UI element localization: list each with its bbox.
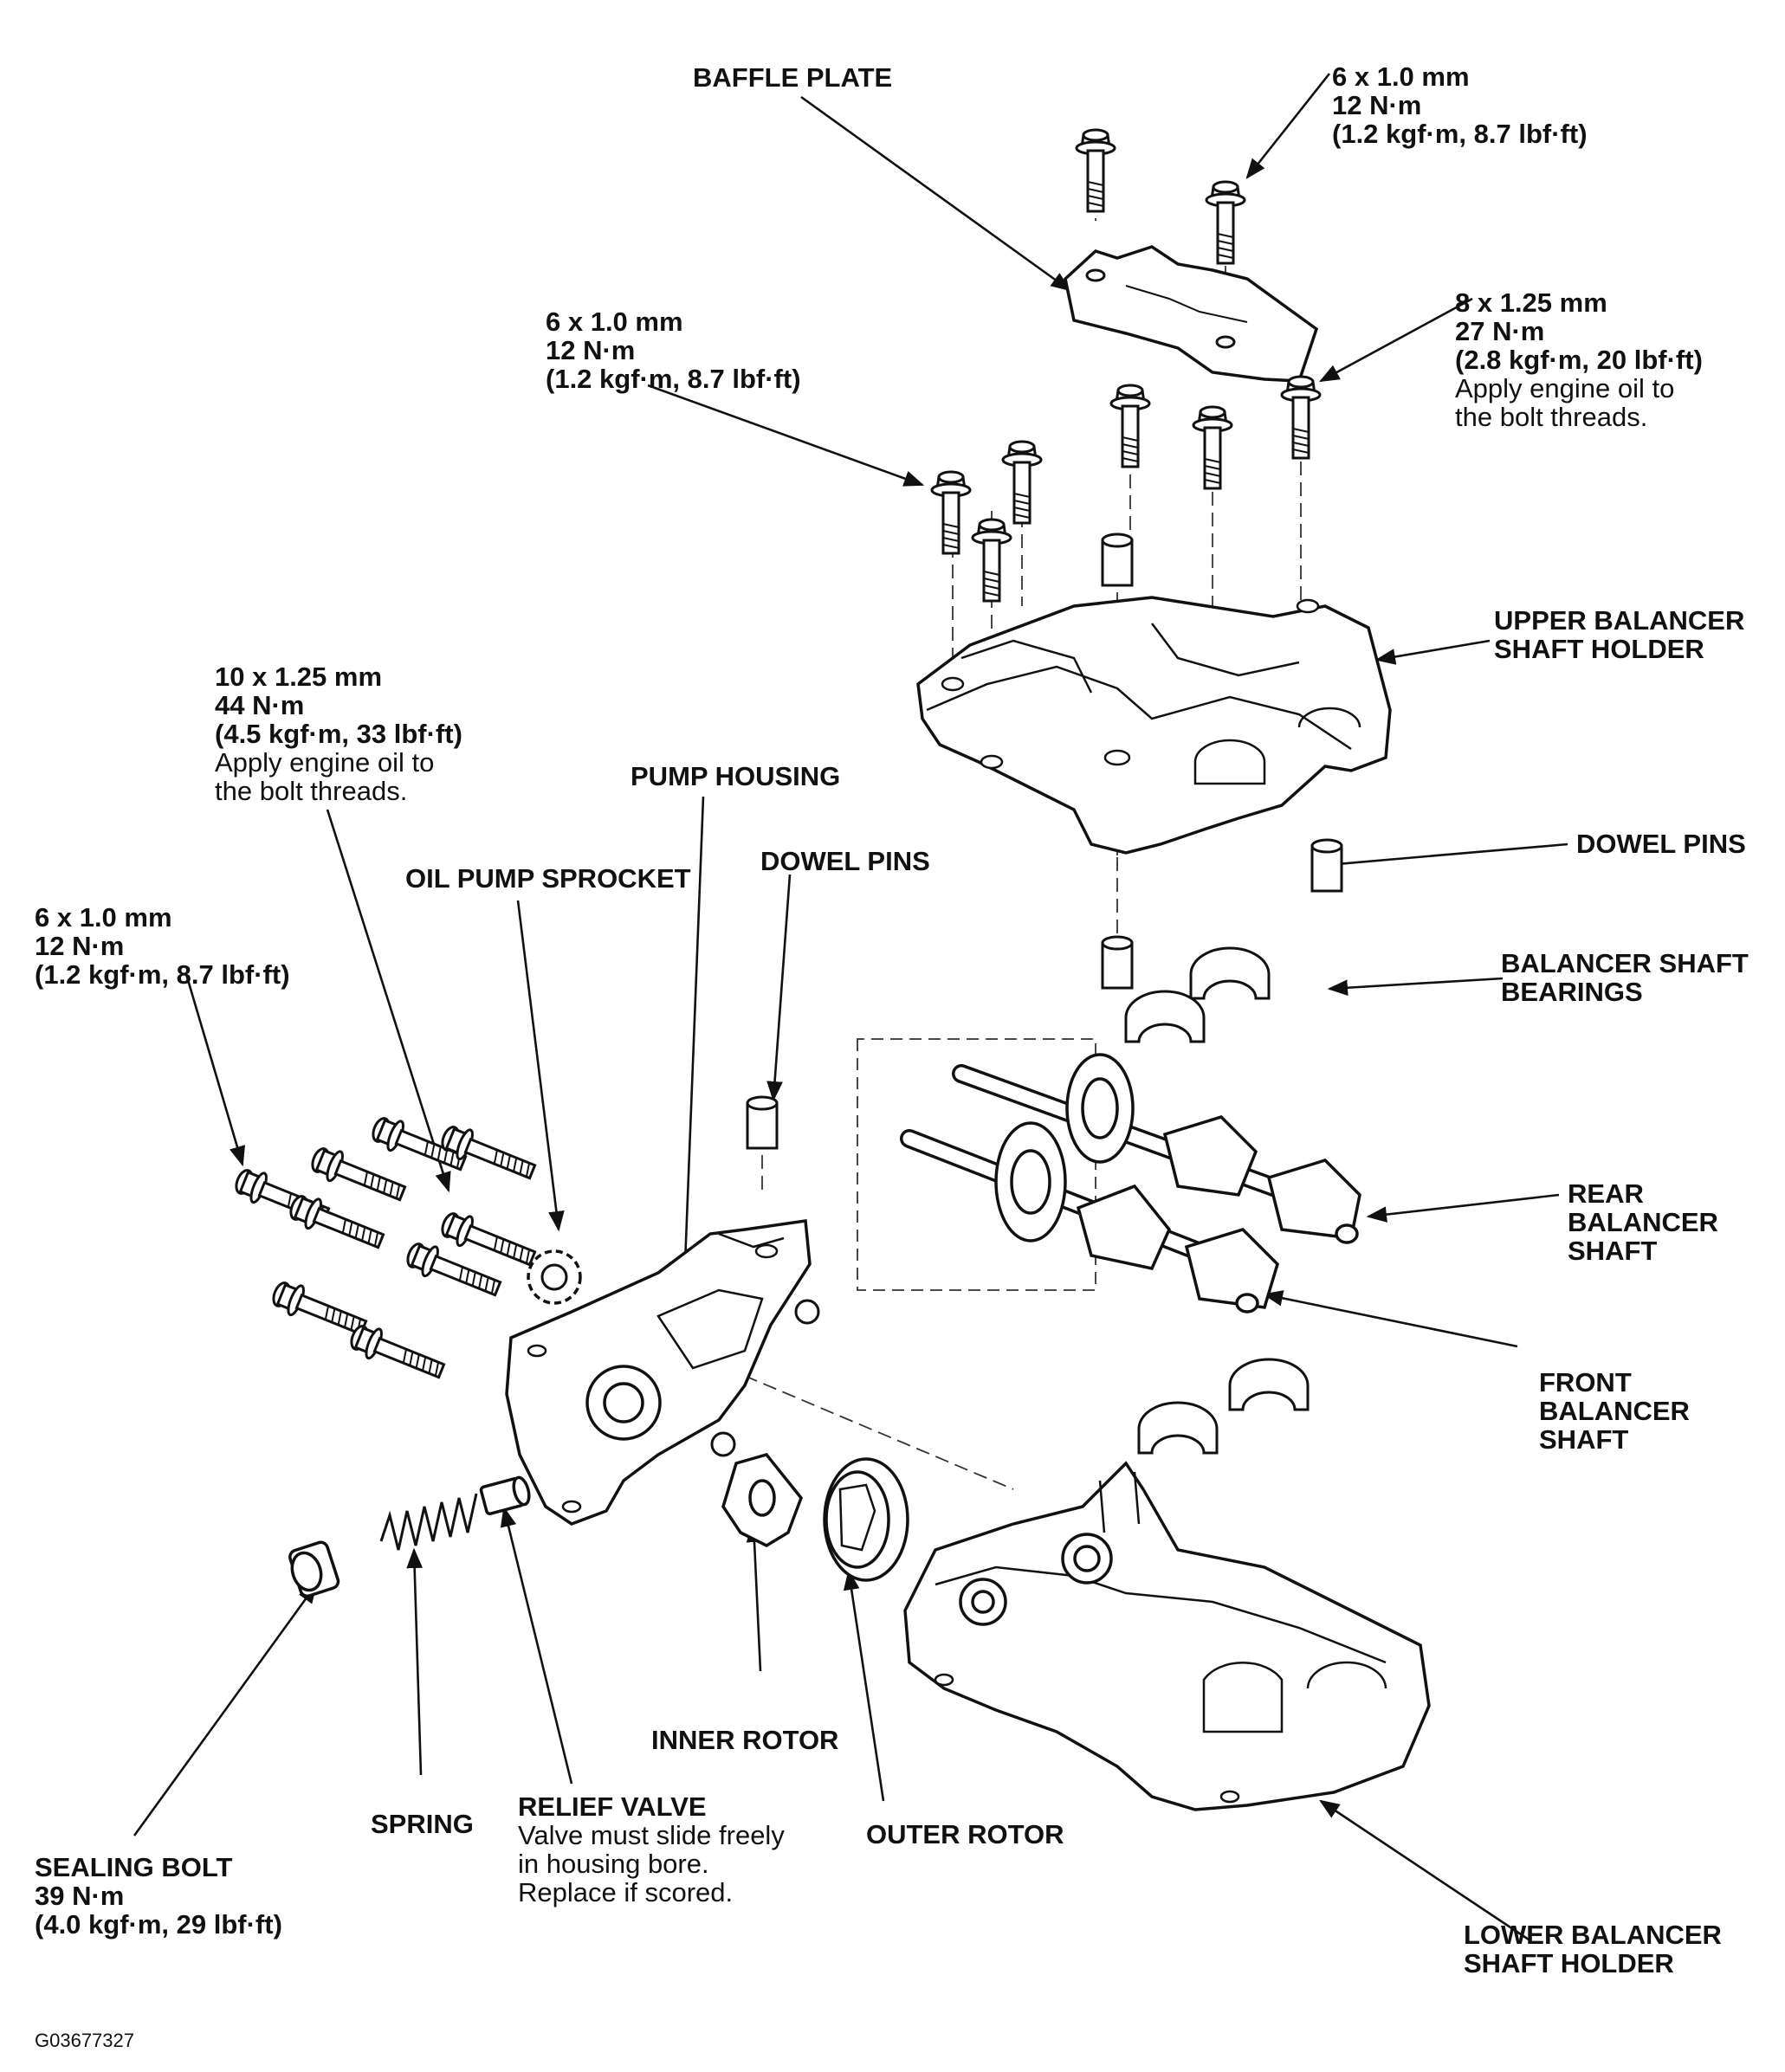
bolt-note: the bolt threads. [215, 776, 408, 806]
label-bolt-6x1-top: 6 x 1.0 mm 12 N·m (1.2 kgf·m, 8.7 lbf·ft… [1332, 62, 1588, 148]
upper-holder-bolt [1109, 384, 1151, 468]
label-oil-pump-sprocket: OIL PUMP SPROCKET [405, 863, 691, 894]
label-line: SHAFT HOLDER [1464, 1948, 1674, 1978]
label-title: SEALING BOLT [35, 1852, 233, 1882]
label-baffle-plate: BAFFLE PLATE [693, 62, 893, 93]
rear-balancer-shaft [952, 1053, 1361, 1244]
bolt-torque-alt: (1.2 kgf·m, 8.7 lbf·ft) [546, 364, 801, 394]
sealing-bolt [288, 1540, 340, 1598]
dowel-pin [1310, 838, 1343, 893]
label-bolt-6x1-left: 6 x 1.0 mm 12 N·m (1.2 kgf·m, 8.7 lbf·ft… [35, 903, 290, 989]
label-line: UPPER BALANCER [1494, 605, 1745, 636]
lower-balancer-shaft-holder [903, 1461, 1431, 1811]
label-line: REAR [1568, 1178, 1644, 1209]
upper-holder-bolt [1001, 440, 1043, 525]
label-bolt-6x1-mid: 6 x 1.0 mm 12 N·m (1.2 kgf·m, 8.7 lbf·ft… [546, 307, 801, 393]
upper-balancer-shaft-holder [916, 596, 1392, 855]
label-line: BALANCER SHAFT [1501, 948, 1749, 978]
label-spring: SPRING [371, 1809, 474, 1839]
upper-holder-bolt [1192, 405, 1233, 490]
label-rear-balancer-shaft: REAR BALANCER SHAFT [1568, 1179, 1718, 1265]
bolt-torque-alt: (4.0 kgf·m, 29 lbf·ft) [35, 1909, 282, 1940]
balancer-shaft-bearing [1124, 990, 1206, 1043]
bolt-torque-alt: (2.8 kgf·m, 20 lbf·ft) [1455, 345, 1703, 375]
bolt-size: 6 x 1.0 mm [546, 307, 683, 337]
pump-dowel-pin [746, 1095, 779, 1150]
bolt-note: Apply engine oil to [215, 747, 435, 778]
bolt-torque-alt: (1.2 kgf·m, 8.7 lbf·ft) [35, 959, 290, 990]
bolt-note: Apply engine oil to [1455, 373, 1675, 403]
balancer-shaft-bearing [1189, 946, 1271, 1000]
baffle-plate [1064, 245, 1319, 383]
label-bolt-8x125: 8 x 1.25 mm 27 N·m (2.8 kgf·m, 20 lbf·ft… [1455, 288, 1703, 431]
label-dowel-pins-right: DOWEL PINS [1576, 829, 1746, 859]
label-sealing-bolt: SEALING BOLT 39 N·m (4.0 kgf·m, 29 lbf·f… [35, 1853, 282, 1939]
oil-pump-sprocket [527, 1249, 582, 1305]
upper-holder-bolt [971, 518, 1012, 603]
pump-dowel-pin [710, 1299, 820, 1457]
bolt-torque: 12 N·m [546, 335, 636, 365]
balancer-shaft-bearing [1137, 1401, 1219, 1455]
bolt-torque: 12 N·m [35, 931, 125, 961]
bolt-note: the bolt threads. [1455, 402, 1648, 432]
label-front-balancer-shaft: FRONT BALANCER SHAFT [1539, 1368, 1690, 1454]
baffle-bolt [1205, 180, 1246, 265]
bolt-size: 6 x 1.0 mm [35, 902, 172, 933]
front-balancer-shaft [900, 1121, 1279, 1314]
label-upper-balancer-shaft-holder: UPPER BALANCER SHAFT HOLDER [1494, 606, 1744, 663]
spring [379, 1493, 478, 1551]
outer-rotor [823, 1457, 909, 1582]
dowel-pin [1101, 935, 1134, 990]
bolt-size: 6 x 1.0 mm [1332, 61, 1470, 92]
balancer-shaft-bearing [1228, 1358, 1310, 1411]
label-line: SHAFT [1539, 1424, 1629, 1455]
upper-dowel-pin [1101, 533, 1134, 587]
figure-reference: G03677327 [35, 2030, 134, 2051]
label-line: FRONT [1539, 1367, 1632, 1397]
bolt-torque-alt: (1.2 kgf·m, 8.7 lbf·ft) [1332, 119, 1588, 149]
label-dowel-pins-left: DOWEL PINS [760, 846, 930, 876]
label-line: SHAFT [1568, 1236, 1658, 1266]
upper-holder-bolt [930, 470, 972, 555]
label-line: SHAFT HOLDER [1494, 634, 1704, 664]
pump-bolt [307, 1141, 410, 1210]
bolt-torque-alt: (4.5 kgf·m, 33 lbf·ft) [215, 719, 462, 749]
pump-housing [505, 1219, 812, 1526]
relief-valve [479, 1475, 531, 1515]
bolt-size: 10 x 1.25 mm [215, 662, 383, 692]
bolt-torque: 27 N·m [1455, 316, 1545, 346]
label-line: BEARINGS [1501, 977, 1643, 1007]
label-balancer-shaft-bearings: BALANCER SHAFT BEARINGS [1501, 949, 1749, 1006]
bolt-torque: 39 N·m [35, 1881, 125, 1911]
bolt-torque: 12 N·m [1332, 90, 1422, 120]
label-line: LOWER BALANCER [1464, 1920, 1722, 1950]
label-note: Valve must slide freely [518, 1820, 785, 1850]
pump-bolt [285, 1189, 388, 1257]
leader-lines [133, 73, 1568, 1941]
pump-bolt [346, 1319, 449, 1387]
label-title: RELIEF VALVE [518, 1791, 707, 1822]
label-note: in housing bore. [518, 1849, 709, 1879]
label-pump-housing: PUMP HOUSING [631, 761, 841, 791]
label-bolt-10x125: 10 x 1.25 mm 44 N·m (4.5 kgf·m, 33 lbf·f… [215, 662, 462, 805]
inner-rotor [721, 1452, 803, 1547]
label-outer-rotor: OUTER ROTOR [866, 1819, 1064, 1849]
label-inner-rotor: INNER ROTOR [651, 1725, 839, 1755]
label-lower-balancer-shaft-holder: LOWER BALANCER SHAFT HOLDER [1464, 1920, 1722, 1978]
bolt-size: 8 x 1.25 mm [1455, 287, 1607, 318]
label-line: BALANCER [1539, 1396, 1690, 1426]
label-note: Replace if scored. [518, 1877, 734, 1907]
label-relief-valve: RELIEF VALVE Valve must slide freely in … [518, 1792, 785, 1907]
label-line: BALANCER [1568, 1207, 1718, 1237]
bolt-torque: 44 N·m [215, 690, 305, 720]
upper-holder-bolt [1280, 375, 1322, 460]
baffle-bolt [1075, 128, 1116, 213]
